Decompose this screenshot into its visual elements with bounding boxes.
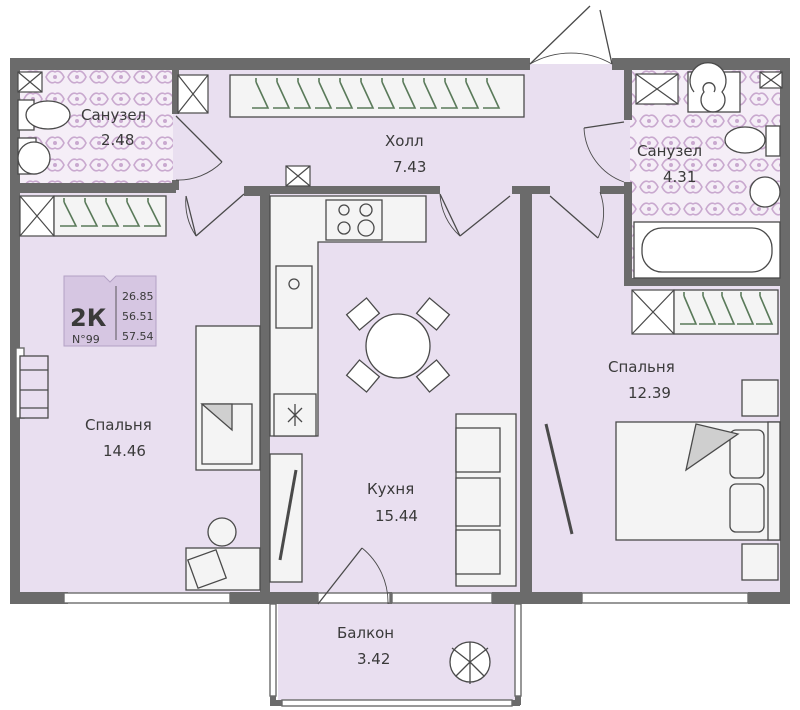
hanger-icon	[60, 198, 78, 227]
hanger-icon	[123, 198, 141, 227]
room-area-bath-big: 4.31	[663, 168, 696, 186]
room-name-bedroom-right: Спальня	[608, 358, 675, 376]
room-name-hall: Холл	[385, 132, 424, 150]
apartment-badge: 2К N°99 26.85 56.51 57.54	[63, 275, 157, 347]
room-area-hall: 7.43	[393, 158, 426, 176]
room-name-bath-small: Санузел	[81, 106, 146, 124]
hangers	[60, 78, 774, 325]
hanger-icon	[102, 198, 120, 227]
room-area-bedroom-left: 14.46	[103, 442, 146, 460]
kitchen-units	[269, 195, 427, 437]
area-full: 57.54	[122, 330, 154, 343]
hanger-icon	[144, 198, 162, 227]
hanger-icon	[680, 292, 698, 325]
area-total: 56.51	[122, 310, 154, 323]
hanger-icon	[315, 78, 333, 109]
hanger-icon	[699, 292, 717, 325]
room-area-kitchen: 15.44	[375, 507, 418, 525]
windows	[15, 347, 749, 707]
room-area-bath-small: 2.48	[101, 131, 134, 149]
room-labels: Санузел 2.48 Холл 7.43 Санузел 4.31 Спал…	[81, 106, 702, 668]
double-bed	[615, 379, 781, 581]
apartment-type: 2К	[70, 304, 107, 332]
hanger-icon	[441, 78, 459, 109]
potted-plant	[449, 641, 491, 684]
hanger-icon	[718, 292, 736, 325]
hanger-icon	[399, 78, 417, 109]
hanger-icon	[273, 78, 291, 109]
area-living: 26.85	[122, 290, 154, 303]
hanger-icon	[462, 78, 480, 109]
tv-units	[269, 423, 574, 583]
hanger-icon	[756, 292, 774, 325]
doors	[175, 5, 625, 605]
room-name-kitchen: Кухня	[367, 480, 414, 498]
apartment-number: N°99	[72, 333, 100, 346]
room-area-balcony: 3.42	[357, 650, 390, 668]
sofa	[455, 413, 517, 587]
hanger-icon	[81, 198, 99, 227]
room-name-balcony: Балкон	[337, 624, 394, 642]
hanger-icon	[294, 78, 312, 109]
hanger-icon	[336, 78, 354, 109]
hanger-icon	[378, 78, 396, 109]
room-name-bath-big: Санузел	[637, 142, 702, 160]
bath-fixtures	[17, 62, 781, 279]
hanger-icon	[357, 78, 375, 109]
hanger-icon	[737, 292, 755, 325]
hanger-icon	[420, 78, 438, 109]
room-area-bedroom-right: 12.39	[628, 384, 671, 402]
dining-table	[345, 297, 451, 393]
left-bedroom-furniture	[19, 325, 261, 591]
hanger-icon	[483, 78, 501, 109]
wardrobes	[53, 74, 779, 335]
room-name-bedroom-left: Спальня	[85, 416, 152, 434]
hanger-icon	[252, 78, 270, 109]
